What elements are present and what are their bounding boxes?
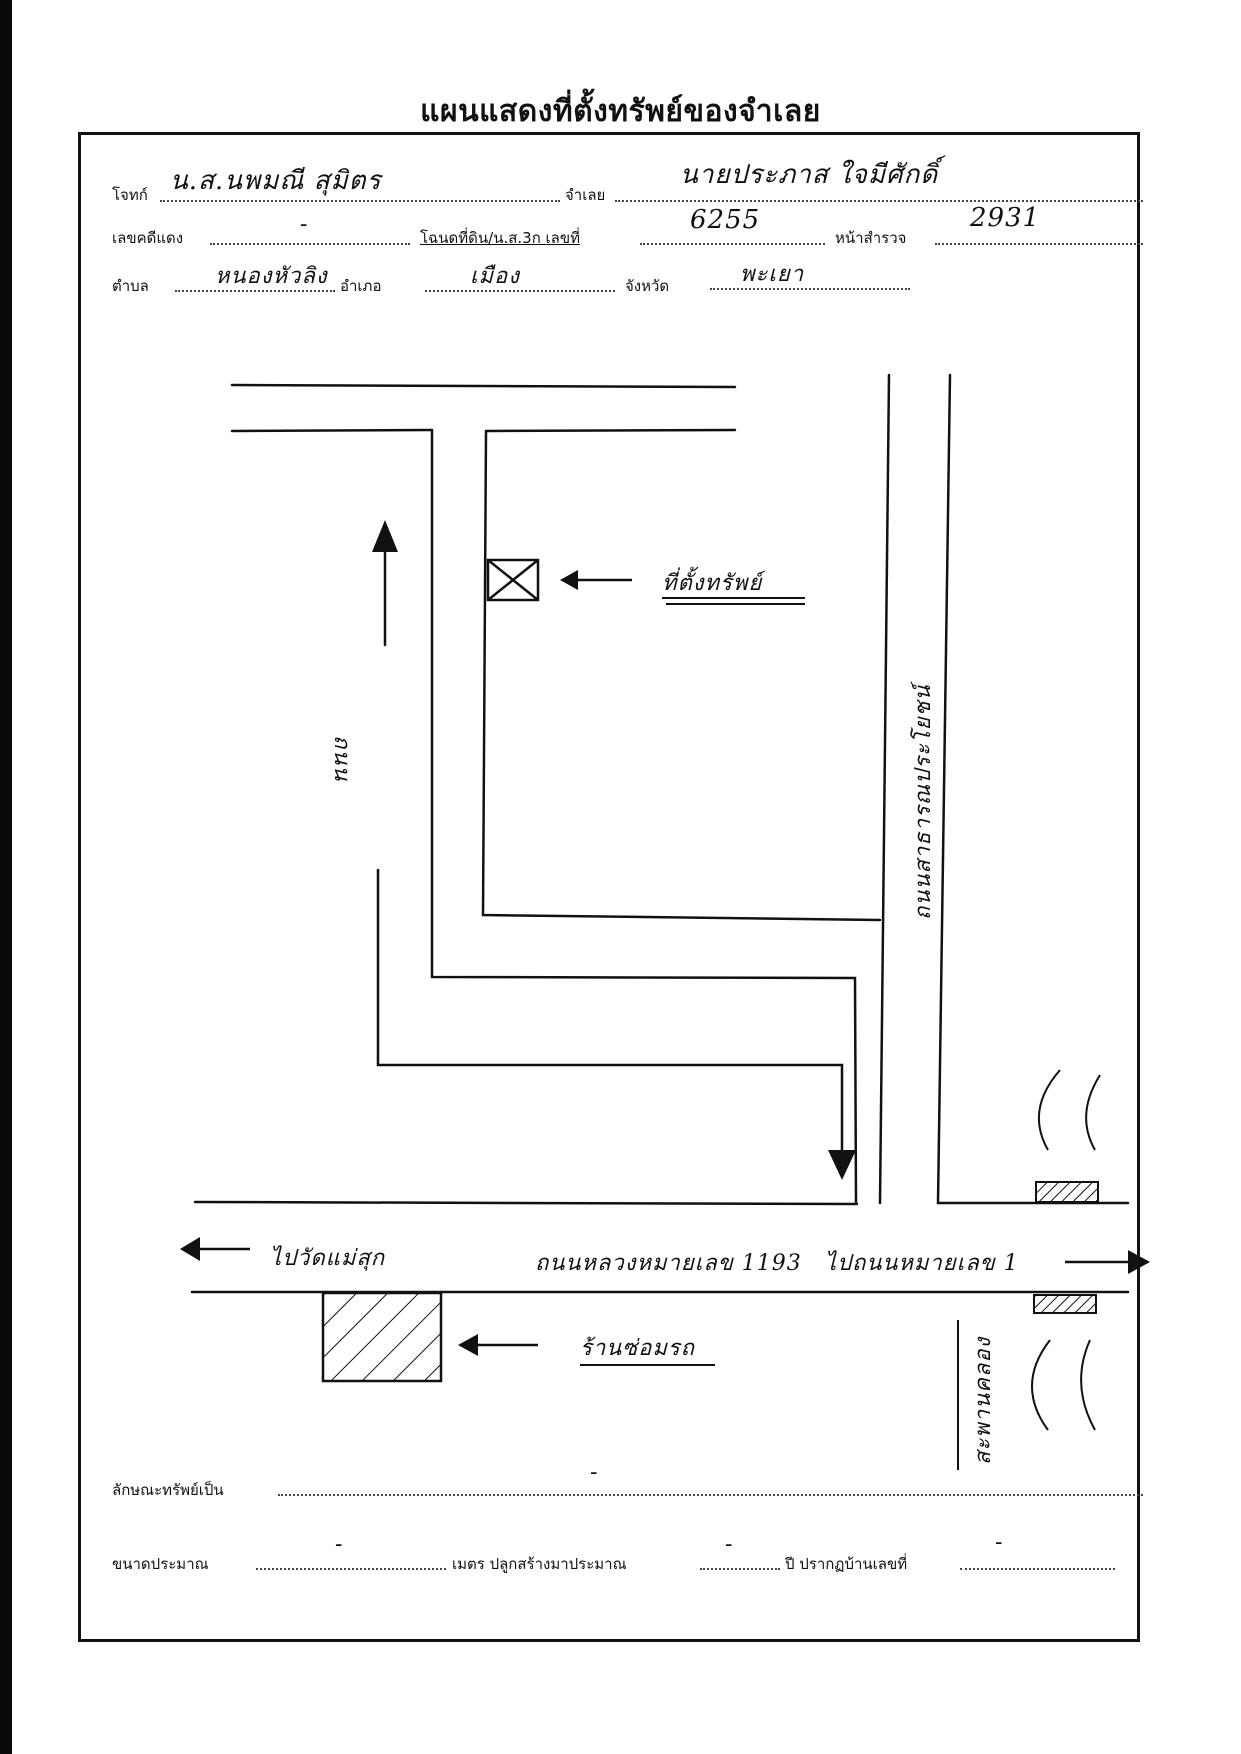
district-label: อำเภอ xyxy=(340,277,382,295)
to-right-label: ไปถนนหมายเลข 1 xyxy=(825,1251,1019,1276)
province-label: จังหวัด xyxy=(625,277,670,295)
survey-page-label: หน้าสำรวจ xyxy=(835,229,907,247)
north-arrow-head xyxy=(372,520,398,552)
plaintiff-line xyxy=(160,200,560,202)
property-marker xyxy=(486,558,540,602)
province-value: พะเยา xyxy=(740,262,805,287)
village-road-label: ถนนสาธารณประโยชน์ xyxy=(911,684,936,920)
unit-label: เมตร ปลูกสร้างมาประมาณ xyxy=(452,1555,627,1573)
red-case-label: เลขคดีแดง xyxy=(112,229,184,247)
district-value: เมือง xyxy=(470,264,520,289)
defendant-value: นายประภาส ใจมีศักดิ์ xyxy=(680,160,939,190)
defendant-line xyxy=(615,200,1143,202)
survey-page-value: 2931 xyxy=(970,203,1041,233)
red-case-line xyxy=(210,243,410,245)
route-arrow-path xyxy=(376,868,844,1152)
bridge-bottom xyxy=(1033,1294,1097,1314)
house-no-value: - xyxy=(995,1530,1004,1555)
district-line xyxy=(425,290,615,292)
size-value: - xyxy=(335,1532,344,1557)
scan-edge xyxy=(0,0,12,1754)
shop-label: ร้านซ่อมรถ xyxy=(580,1336,695,1361)
subdistrict-value: หนองหัวลิง xyxy=(215,264,328,289)
deed-value: 6255 xyxy=(690,205,761,235)
province-line xyxy=(710,288,910,290)
top-road-upper-edge xyxy=(230,383,737,389)
subdistrict-label: ตำบล xyxy=(112,277,149,295)
side-road-left-edge xyxy=(878,373,891,1205)
defendant-label: จำเลย xyxy=(565,186,606,204)
property-type-line xyxy=(278,1494,1143,1496)
property-block-edge xyxy=(481,429,882,922)
left-road-inner-edge xyxy=(430,428,858,1205)
document-frame xyxy=(78,132,1140,1642)
top-road-lower-edge-left xyxy=(230,428,434,433)
house-no-line xyxy=(960,1568,1115,1570)
size-line xyxy=(256,1568,446,1570)
subdistrict-line xyxy=(175,290,335,292)
house-no-label: ปี ปรากฏบ้านเลขที่ xyxy=(785,1555,908,1573)
to-left-label: ไปวัดแม่สุก xyxy=(270,1246,386,1271)
deed-label: โฉนดที่ดิน/น.ส.3ก เลขที่ xyxy=(420,229,581,247)
plaintiff-value: น.ส.นพมณี สุมิตร xyxy=(170,166,382,196)
property-location-label: ที่ตั้งทรัพย์ xyxy=(662,571,763,596)
highway-upper-edge-left xyxy=(193,1200,859,1206)
survey-page-line xyxy=(935,243,1143,245)
canal-lines xyxy=(1031,1069,1101,1431)
top-road-lower-edge-right xyxy=(484,428,737,433)
bridge-label: สะพานคลอง xyxy=(971,1336,996,1465)
property-type-label: ลักษณะทรัพย์เป็น xyxy=(112,1481,224,1499)
years-line xyxy=(700,1568,780,1570)
bridge-top xyxy=(1035,1181,1099,1203)
shop-marker xyxy=(321,1291,443,1383)
size-label: ขนาดประมาณ xyxy=(112,1555,209,1573)
deed-line xyxy=(640,243,825,245)
red-case-value: - xyxy=(300,212,309,237)
years-value: - xyxy=(725,1532,734,1557)
down-arrow-head xyxy=(828,1150,856,1180)
highway-label: ถนนหลวงหมายเลข 1193 xyxy=(535,1251,802,1276)
plaintiff-label: โจทก์ xyxy=(112,186,148,204)
side-road-right-edge xyxy=(936,373,1130,1205)
page-title: แผนแสดงที่ตั้งทรัพย์ของจำเลย xyxy=(420,94,821,129)
property-type-value: - xyxy=(590,1460,599,1485)
side-road-label: ถนน xyxy=(329,735,354,782)
